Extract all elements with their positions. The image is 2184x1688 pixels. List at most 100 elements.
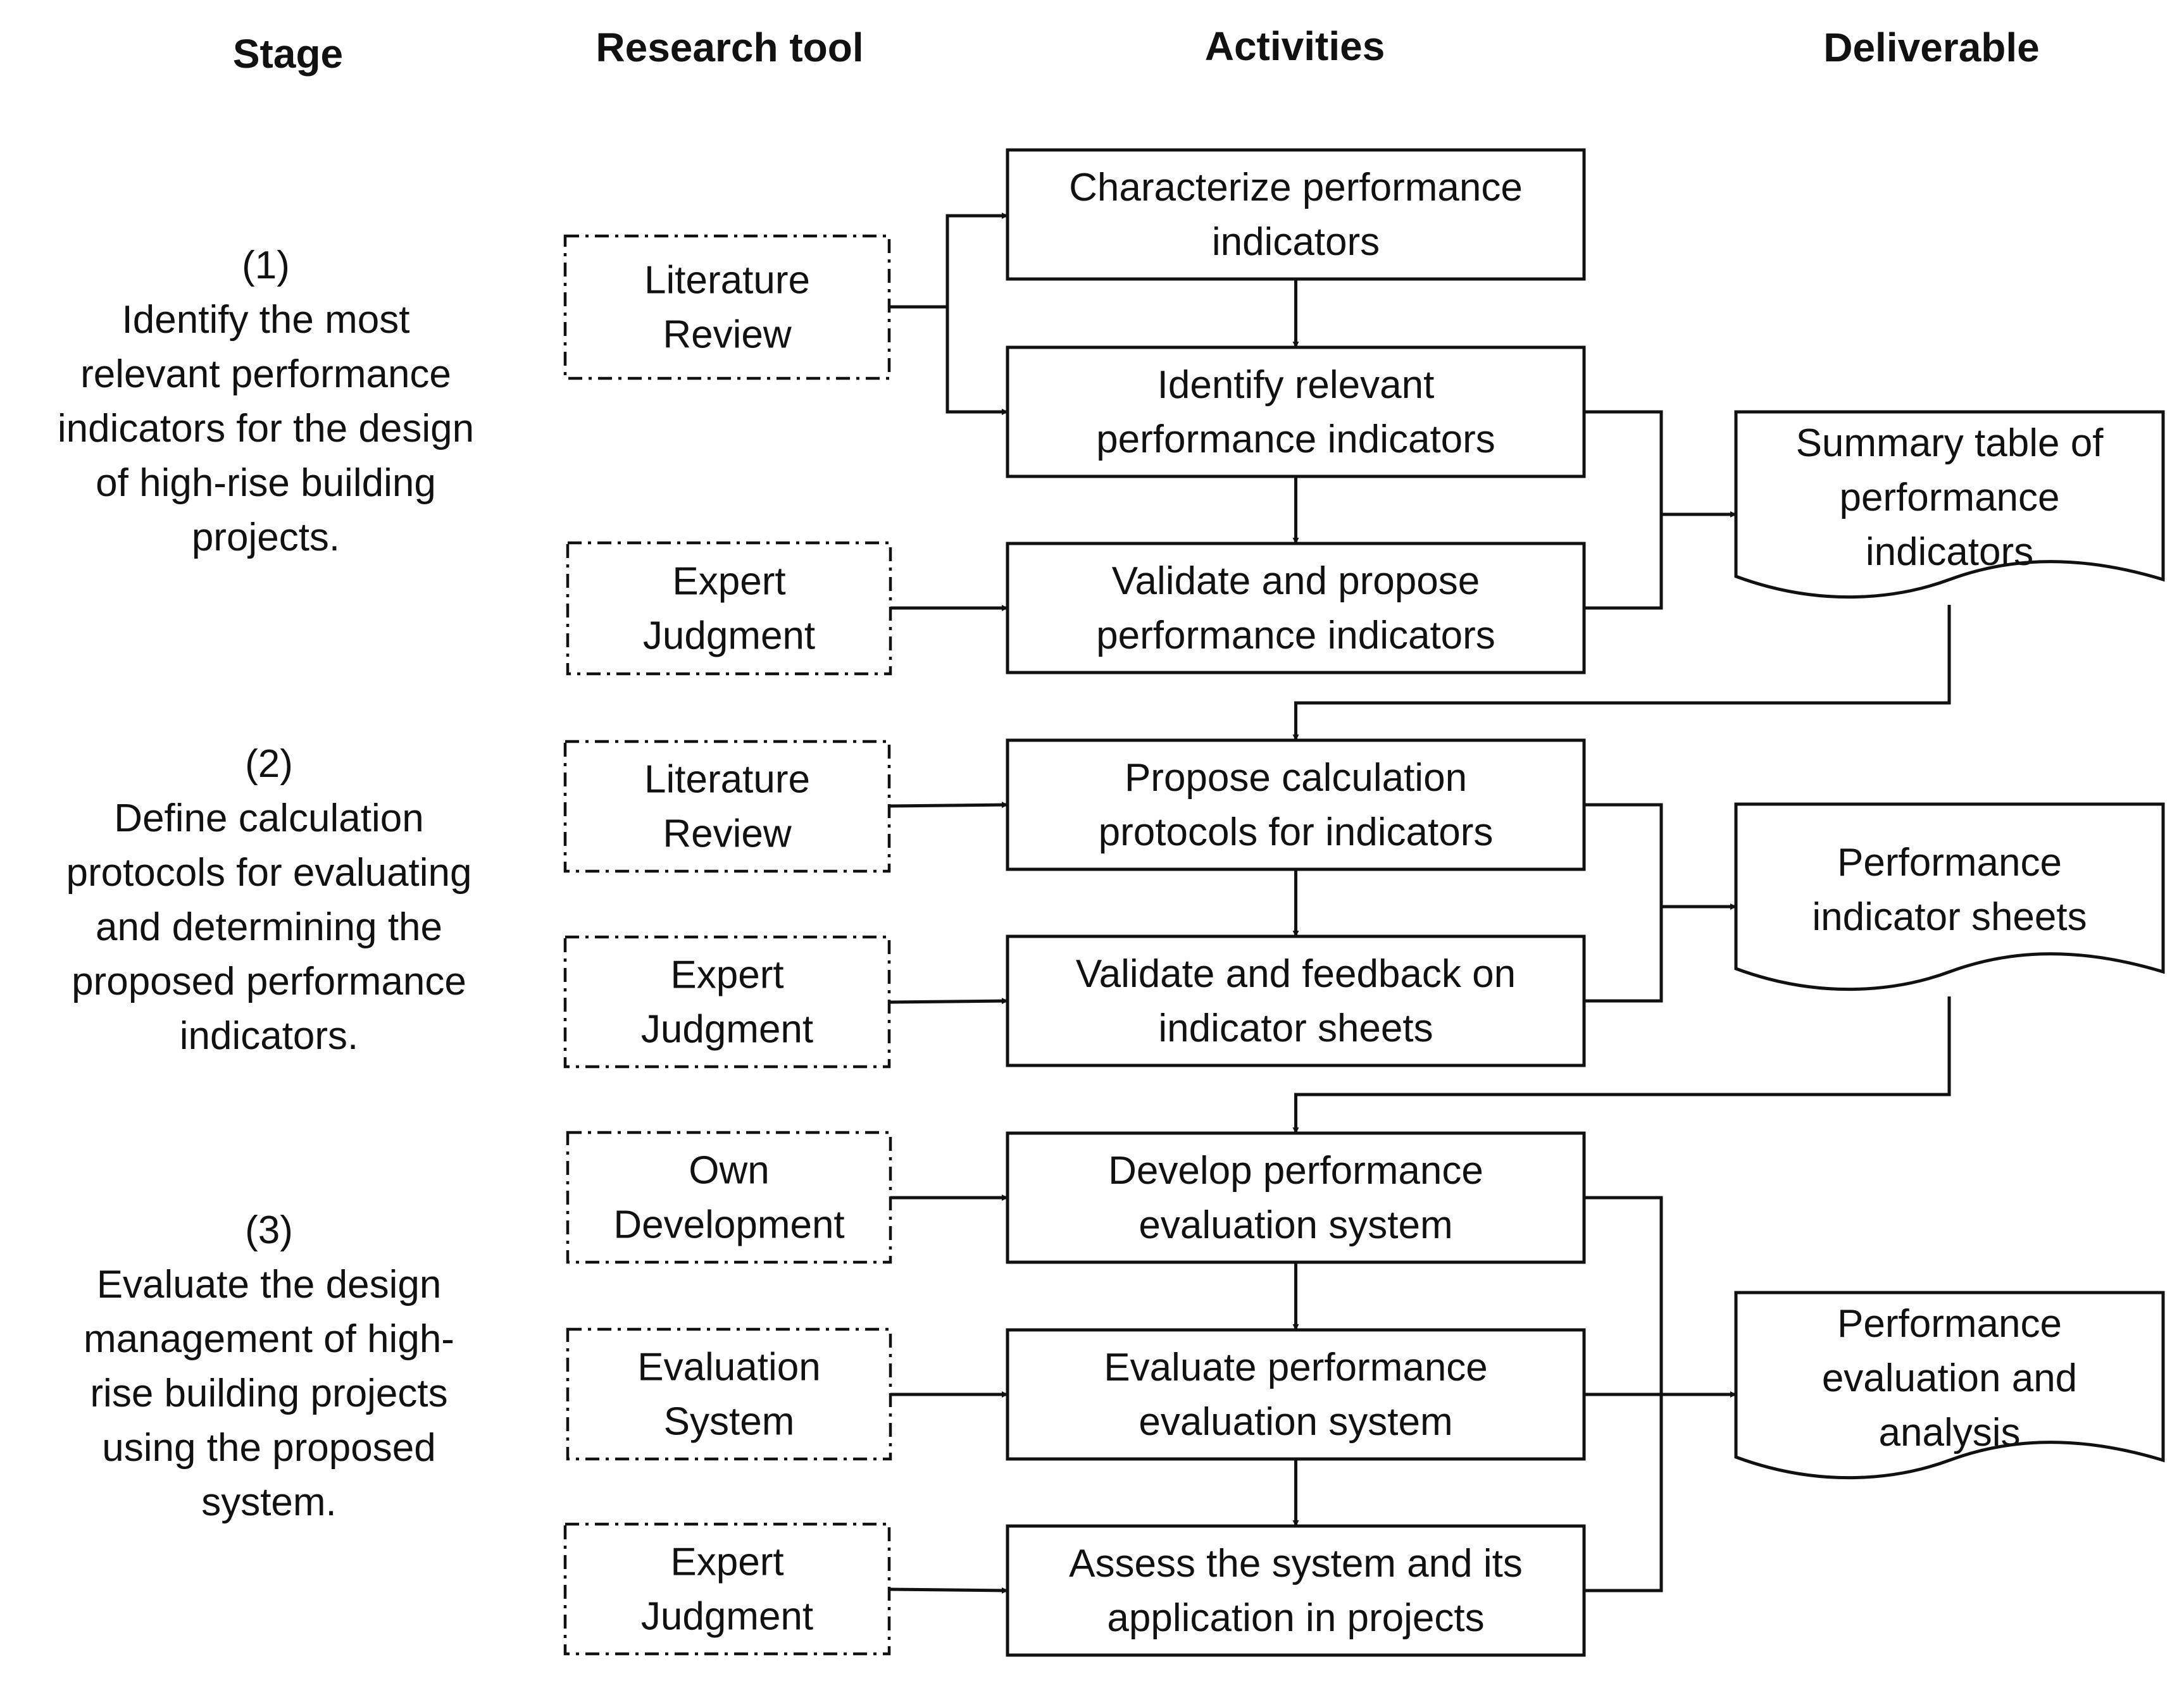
deliverable-label: analysis (1879, 1411, 2021, 1455)
research-tool-frame (566, 541, 892, 676)
research-tool-frame (563, 740, 891, 873)
activity-label: performance indicators (1096, 614, 1495, 657)
activity-box: Develop performance evaluation system (1006, 1131, 1586, 1264)
header-stage: Stage (233, 31, 343, 77)
activity-frame (1006, 542, 1586, 674)
stage-description-line: rise building projects (90, 1372, 447, 1415)
deliverable-label: indicators (1866, 530, 2033, 574)
activity-frame (1006, 934, 1586, 1067)
stage-number: (1) (242, 244, 290, 287)
deliverable-frame (1734, 1291, 2165, 1480)
research-tool-label: Own (689, 1149, 769, 1193)
activity-frame (1006, 738, 1586, 871)
activity-label: application in projects (1107, 1596, 1484, 1640)
activity-label: Characterize performance (1069, 166, 1523, 209)
deliverable-label: Summary table of (1796, 421, 2104, 465)
research-tool-label: Evaluation (637, 1346, 821, 1389)
activity-label: evaluation system (1139, 1203, 1452, 1247)
stage-description-line: system. (201, 1480, 337, 1524)
stage-description-line: Evaluate the design (97, 1263, 442, 1306)
activity-label: Propose calculation (1125, 756, 1467, 800)
tool-to-activity-arrow (889, 998, 1008, 1005)
activity-box: Validate and feedback on indicator sheets (1006, 934, 1586, 1067)
stage-description-line: Define calculation (114, 797, 423, 840)
deliverable-frame (1734, 802, 2165, 991)
stage-description-line: Identify the most (122, 298, 410, 342)
activity-group-bracket (1584, 803, 1663, 1003)
research-tool-label: Judgment (641, 1595, 813, 1639)
deliverable-documents: Summary table of performance indicatorsPer… (1734, 410, 2165, 1480)
activity-label: protocols for indicators (1099, 810, 1494, 854)
activity-frame (1006, 148, 1586, 281)
stage-description-line: management of high- (84, 1317, 454, 1361)
activity-box: Validate and propose performance indicato… (1006, 542, 1586, 674)
activity-label: Develop performance (1108, 1149, 1483, 1193)
stage-description-line: protocols for evaluating (66, 851, 471, 895)
research-tool-frame (563, 234, 891, 380)
activity-boxes: Characterize performance indicatorsIdenti… (1006, 148, 1586, 1657)
activity-label: Validate and feedback on (1076, 952, 1516, 996)
deliverable-label: evaluation and (1822, 1356, 2077, 1400)
tool-to-activity-arrow (889, 1587, 1008, 1594)
activity-box: Evaluate performance evaluation system (1006, 1328, 1586, 1461)
deliverable-label: performance (1839, 476, 2059, 519)
research-tool-label: System (664, 1400, 795, 1444)
activity-group-bracket (1584, 410, 1663, 610)
stage-description-line: relevant performance (80, 352, 451, 396)
activity-box: Propose calculation protocols for indicat… (1006, 738, 1586, 871)
stage-descriptions: (1) Identify the most relevant performance… (58, 244, 474, 1524)
research-tool-label: Judgment (641, 1008, 813, 1052)
research-tool-label: Judgment (643, 614, 815, 658)
stage-description-line: and determining the (96, 905, 442, 949)
activity-box: Assess the system and its application in … (1006, 1524, 1586, 1657)
deliverable-label: Performance (1837, 1302, 2062, 1346)
stage-description-line: indicators. (180, 1014, 359, 1058)
research-tool-label: Review (663, 812, 792, 856)
stage-description-line: indicators for the design (58, 407, 474, 450)
research-tool-label: Literature (644, 259, 810, 302)
activity-label: Assess the system and its (1069, 1542, 1523, 1586)
research-tool-label: Review (663, 313, 792, 357)
activity-label: indicator sheets (1158, 1007, 1433, 1050)
activity-label: indicators (1212, 220, 1380, 264)
deliverable-document: Summary table of performance indicators (1734, 410, 2165, 599)
stage-number: (3) (245, 1208, 293, 1252)
deliverable-to-next-stage-arrow (1292, 996, 1951, 1134)
deliverable-label: indicator sheets (1812, 895, 2087, 939)
activity-label: Evaluate performance (1104, 1346, 1488, 1389)
research-tool-frame (566, 1327, 892, 1461)
stage-description-line: proposed performance (72, 960, 466, 1003)
activity-label: Validate and propose (1112, 559, 1480, 603)
stage-description-line: of high-rise building (96, 461, 436, 505)
research-tool-frame (563, 1522, 891, 1656)
header-research-tool: Research tool (596, 25, 863, 70)
connectors (889, 213, 1951, 1594)
research-tool-label: Expert (670, 1541, 783, 1584)
activity-label: performance indicators (1096, 418, 1495, 461)
activity-frame (1006, 1131, 1586, 1264)
research-tool-label: Literature (644, 758, 810, 802)
research-tool-label: Expert (672, 560, 785, 604)
research-tool-label: Development (613, 1203, 844, 1247)
tool-to-activity-arrow (889, 213, 1008, 309)
stage-number: (2) (245, 742, 293, 786)
activity-label: evaluation system (1139, 1400, 1452, 1444)
activity-box: Identify relevant performance indicators (1006, 345, 1586, 478)
activity-frame (1006, 1524, 1586, 1657)
deliverable-document: Performance evaluation and analysis (1734, 1291, 2165, 1480)
activity-box: Characterize performance indicators (1006, 148, 1586, 281)
activity-label: Identify relevant (1158, 363, 1435, 407)
research-tool-label: Expert (670, 953, 783, 997)
research-tools: LiteratureReviewExpertJudgmentLiterature… (563, 234, 892, 1656)
deliverable-frame (1734, 410, 2165, 599)
activity-frame (1006, 345, 1586, 478)
